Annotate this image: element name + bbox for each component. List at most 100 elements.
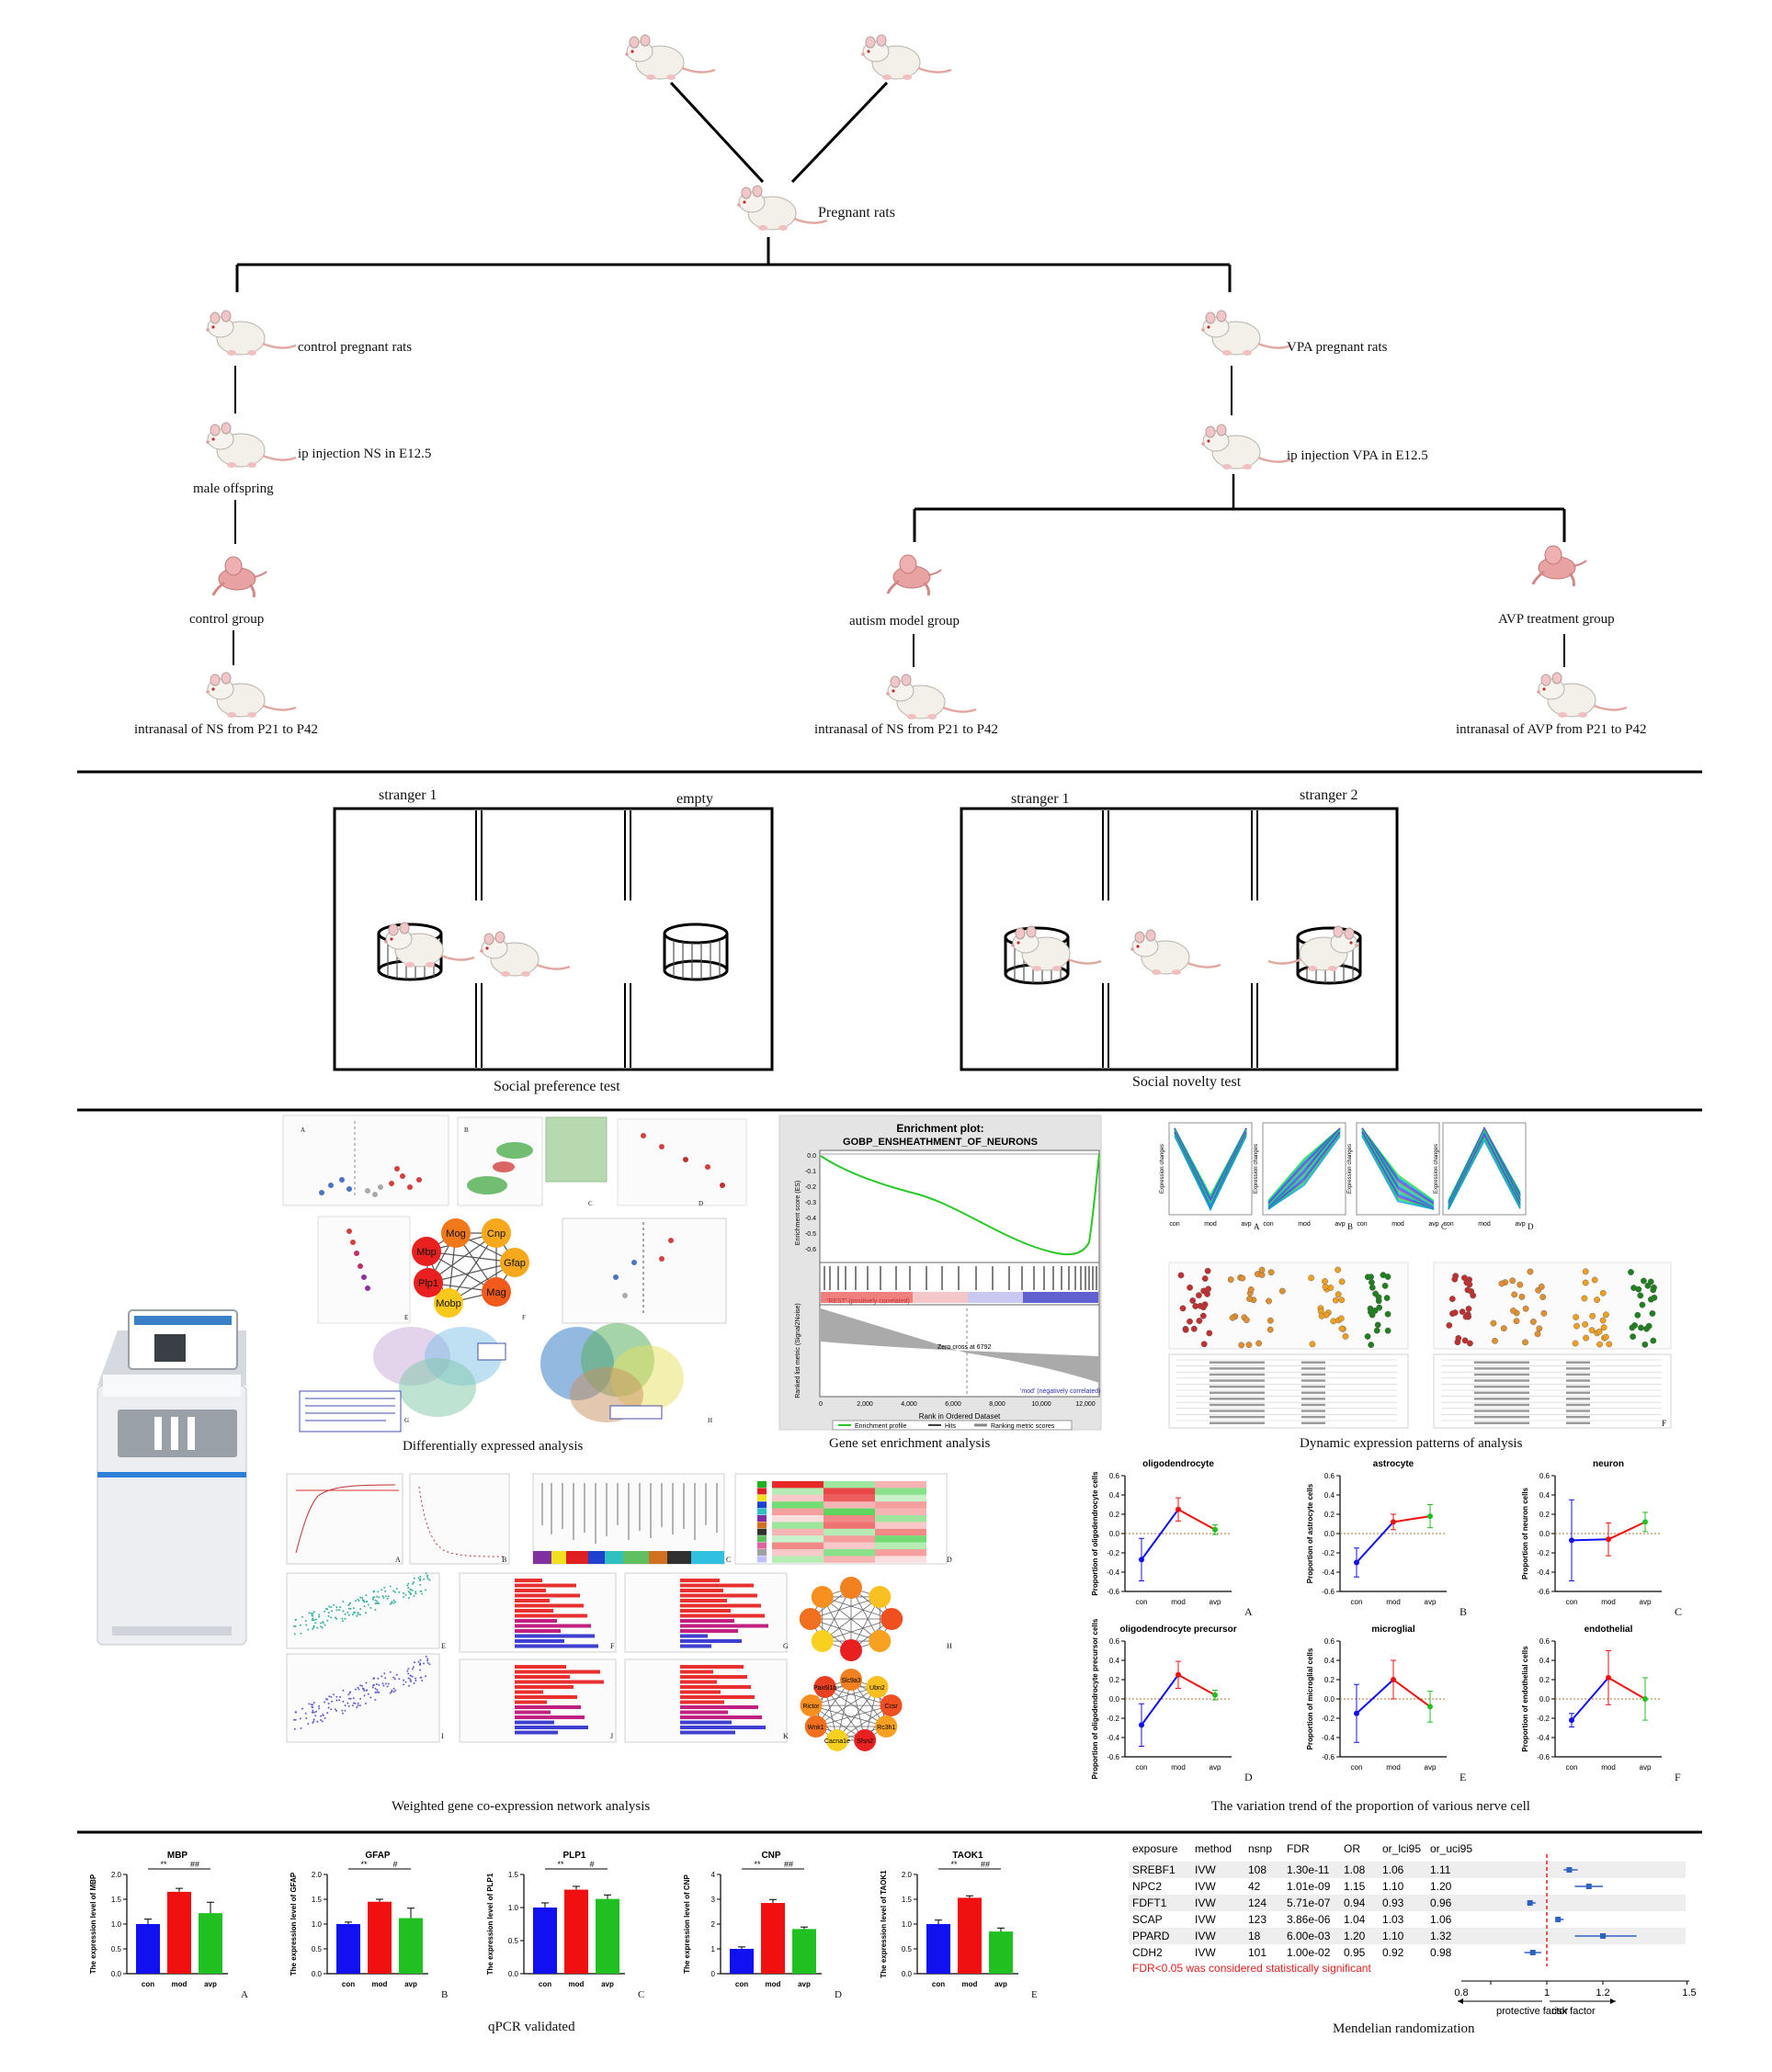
scatter-point	[384, 1590, 387, 1592]
mr-caption: Mendelian randomization	[1333, 2021, 1475, 2036]
scatter-point	[357, 1702, 359, 1704]
data-point	[1642, 1696, 1648, 1702]
mr-cell: 1.01e-09	[1287, 1880, 1331, 1893]
term-pval	[1301, 1421, 1325, 1424]
scatter-point	[352, 1611, 355, 1613]
bar	[533, 1908, 557, 1974]
scatter-point	[315, 1710, 317, 1713]
module-color	[757, 1488, 767, 1495]
manhattan-dot	[1368, 1308, 1374, 1316]
scatter-point	[324, 1716, 326, 1719]
scatter-point	[333, 1693, 335, 1696]
enrichment-bar	[680, 1700, 724, 1704]
ppi-node	[500, 1248, 529, 1277]
model-adult-rat-icon	[884, 673, 978, 721]
enrichment-bar	[680, 1629, 738, 1633]
sig-marker: #	[589, 1860, 594, 1869]
profile-axis-label: avp	[1241, 1221, 1251, 1228]
scatter-point	[342, 1601, 345, 1603]
stranger2-label: stranger 2	[1300, 787, 1358, 803]
manhattan-dot	[1190, 1325, 1198, 1332]
ppi-node-label: Plp1	[418, 1278, 438, 1289]
chart-title: endothelial	[1585, 1625, 1633, 1635]
y-tick-label: 0.5	[508, 1937, 519, 1945]
mr-cell: 1.11	[1430, 1863, 1451, 1876]
heatmap-cell	[772, 1535, 824, 1543]
enrichment-bar	[515, 1624, 591, 1628]
control-treatment-label: intranasal of NS from P21 to P42	[134, 722, 318, 737]
scatter-point	[389, 1670, 392, 1673]
y-axis-label: The expression level of TAOK1	[880, 1870, 888, 1978]
scatter-point	[293, 1727, 296, 1730]
y-axis-label: Proportion of oligodendrocyte precursor …	[1091, 1618, 1099, 1779]
network-edge	[811, 1704, 887, 1727]
network-node	[840, 1639, 862, 1661]
scatter-point	[406, 1584, 409, 1587]
heatmap-cell	[875, 1556, 926, 1563]
gsea-pos-label: 'REST' (positively correlated)	[827, 1298, 910, 1305]
chart-title: oligodendrocyte	[1142, 1459, 1214, 1469]
scatter-point	[342, 1700, 345, 1703]
enrichment-bar	[680, 1720, 732, 1725]
volcano-points	[319, 1121, 422, 1198]
mr-cell: 6.00e-03	[1287, 1930, 1331, 1942]
three-chamber-box	[333, 807, 774, 1071]
scatter-point	[325, 1608, 327, 1610]
scatter-point	[382, 1597, 385, 1599]
scatter-point	[417, 1660, 420, 1663]
module-color	[757, 1556, 767, 1563]
mr-cell: 123	[1248, 1913, 1267, 1926]
gsea-legend-item: Enrichment profile	[855, 1423, 907, 1430]
scatter-point	[331, 1700, 333, 1703]
mr-cell: 0.95	[1344, 1946, 1366, 1959]
term-text	[1474, 1361, 1529, 1364]
x-tick-label: avp	[1425, 1598, 1437, 1606]
pregnant-rat-icon	[735, 184, 829, 232]
x-tick-label: con	[1351, 1598, 1363, 1606]
scatter-point	[394, 1689, 397, 1692]
scatter-point	[364, 1703, 367, 1704]
y-tick-label: 0.4	[1539, 1657, 1550, 1665]
y-tick-label: 0.5	[312, 1945, 323, 1953]
avp-group-label: AVP treatment group	[1498, 612, 1615, 627]
scatter-point	[374, 1687, 377, 1690]
enrichment-bar	[515, 1670, 600, 1674]
module-color	[757, 1535, 767, 1543]
scatter-point	[392, 1590, 395, 1592]
scatter-point	[361, 1599, 364, 1602]
chart-title: oligodendrocyte precursor	[1119, 1625, 1236, 1635]
manhattan-dot	[1200, 1287, 1208, 1295]
scatter-point	[403, 1596, 405, 1599]
y-axis-label: Proportion of oligodendrocyte cells	[1091, 1471, 1099, 1596]
social-novelty-caption: Social novelty test	[1132, 1074, 1242, 1090]
y-tick-label: -0.4	[1537, 1734, 1550, 1742]
mr-cell: 1.10	[1382, 1930, 1404, 1942]
scatter-point	[322, 1622, 324, 1625]
enrichment-bar	[680, 1685, 751, 1689]
scatter-point	[305, 1624, 308, 1626]
enrichment-bar	[680, 1670, 713, 1674]
manhattan-dot	[1192, 1303, 1199, 1309]
heatmap-cell	[772, 1542, 824, 1549]
mr-fdr-note: FDR<0.05 was considered statistically si…	[1132, 1962, 1371, 1975]
scatter-point	[391, 1601, 393, 1603]
mr-point	[1529, 1950, 1536, 1955]
ppi-network: Mog Cnp Gfap Mag Mobp Plp1 Mbp	[412, 1218, 529, 1318]
enrichment-bar	[680, 1589, 723, 1592]
data-point	[1391, 1677, 1396, 1682]
profile-y-label: Expression changes	[1254, 1144, 1259, 1194]
y-tick-label: -0.4	[1322, 1734, 1335, 1742]
mr-point	[1527, 1900, 1533, 1906]
manhattan-dot	[1534, 1330, 1541, 1338]
manhattan-dot	[1384, 1274, 1391, 1280]
mr-axis-tick: 0.8	[1454, 1987, 1468, 1998]
mr-cell: NPC2	[1132, 1880, 1162, 1893]
panel-letter: B	[1460, 1605, 1467, 1618]
manhattan-dot	[1244, 1317, 1250, 1324]
scatter-point	[361, 1597, 364, 1599]
network-node	[813, 1675, 836, 1698]
mr-cell: IVW	[1195, 1946, 1216, 1959]
y-axis-label: Proportion of endothelial cells	[1521, 1646, 1529, 1752]
